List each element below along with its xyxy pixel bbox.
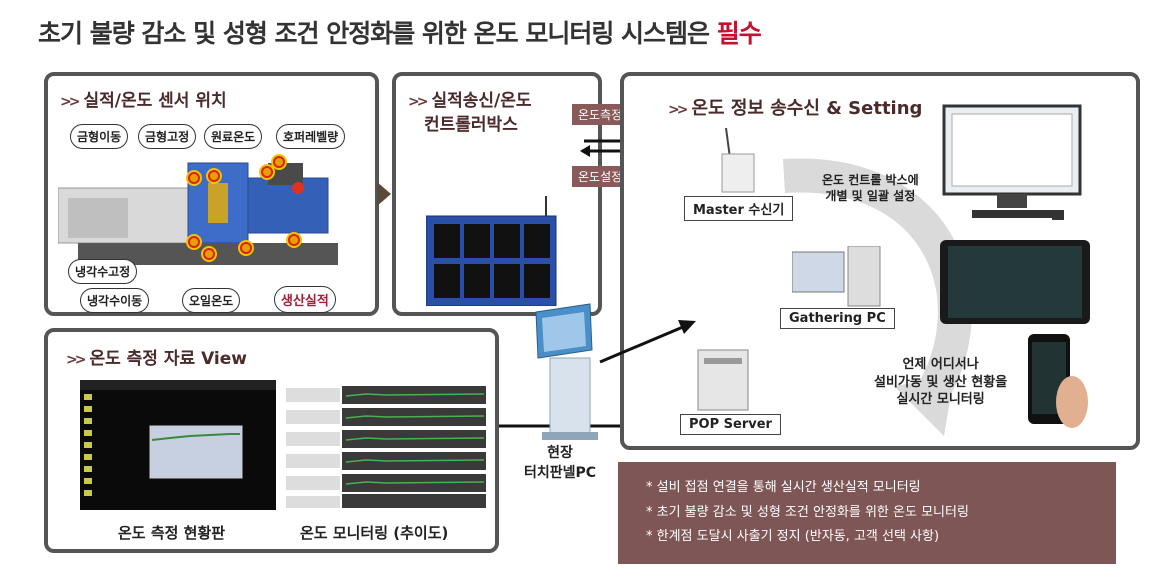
double-chevron-icon: >>: [66, 352, 87, 368]
sensor-marker-icon: [188, 236, 200, 248]
controller-panel: >>실적송신/온도 컨트롤러박스: [392, 72, 602, 316]
status-board-screenshot: [80, 380, 276, 510]
controller-panel-subheading: 컨트롤러박스: [424, 115, 518, 135]
trend-monitor-screenshot: [286, 380, 486, 510]
sensor-marker-icon: [261, 166, 273, 178]
network-panel: >>온도 정보 송수신 & Setting Master 수신기 온도 컨트롤 …: [620, 72, 1140, 450]
sensor-panel: >>실적/온도 센서 위치 금형이동 금형고정 원료온도 호퍼레벨량 냉각수고정…: [44, 72, 379, 316]
page-title: 초기 불량 감소 및 성형 조건 안정화를 위한 온도 모니터링 시스템은 필수: [38, 14, 762, 50]
label-material-temp: 원료온도: [204, 124, 263, 149]
sensor-marker-icon: [203, 248, 215, 260]
flow-arrow-icon: [377, 182, 391, 206]
label-mold-move: 금형이동: [70, 124, 129, 149]
sensor-marker-icon: [273, 156, 285, 168]
double-chevron-icon: >>: [60, 94, 81, 110]
view-panel-heading: >>온도 측정 자료 View: [66, 349, 247, 369]
sensor-marker-icon: [208, 170, 220, 182]
view-panel: >>온도 측정 자료 View 온도 측정 현황판 온도: [44, 328, 499, 553]
sensor-marker-icon: [288, 234, 300, 246]
controller-panel-heading: >>실적송신/온도: [408, 91, 532, 111]
monitor-image: [942, 104, 1082, 220]
sensor-marker-icon: [240, 242, 252, 254]
touch-panel-kiosk-image: [535, 303, 598, 440]
pop-server-image: [697, 349, 749, 411]
setting-note: 온도 컨트롤 박스에 개별 및 일괄 설정: [822, 173, 919, 204]
feature-summary-box: * 설비 접점 연결을 통해 실시간 생산실적 모니터링 * 초기 불량 감소 …: [618, 462, 1116, 564]
double-chevron-icon: >>: [668, 102, 689, 118]
kiosk-label: 현장 터치판넬PC: [524, 445, 597, 481]
feature-item: * 초기 불량 감소 및 성형 조건 안정화를 위한 온도 모니터링: [646, 504, 969, 520]
double-chevron-icon: >>: [408, 94, 429, 110]
master-receiver-label: Master 수신기: [684, 196, 794, 221]
gathering-pc-image: [792, 246, 881, 307]
pop-server-label: POP Server: [680, 414, 781, 435]
master-receiver-image: [721, 128, 755, 193]
sensor-marker-icon: [188, 172, 200, 184]
title-accent: 필수: [716, 19, 762, 48]
label-coolant-move: 냉각수이동: [80, 288, 150, 313]
label-hopper-level: 호퍼레벨량: [276, 124, 346, 149]
feature-item: * 설비 접점 연결을 통해 실시간 생산실적 모니터링: [646, 480, 921, 495]
status-board-caption: 온도 측정 현황판: [118, 524, 226, 542]
tablet-image: [940, 240, 1090, 324]
label-oil-temp: 오일온도: [182, 288, 241, 313]
smartphone-image: [1028, 334, 1088, 428]
mobile-note: 언제 어디서나 설비가동 및 생산 현황을 실시간 모니터링: [874, 357, 1008, 408]
controller-box-image: [426, 196, 557, 306]
label-coolant-fixed: 냉각수고정: [68, 259, 138, 284]
label-mold-fixed: 금형고정: [138, 124, 197, 149]
sensor-panel-heading: >>실적/온도 센서 위치: [60, 91, 227, 111]
gathering-pc-label: Gathering PC: [780, 308, 895, 329]
trend-monitor-caption: 온도 모니터링 (추이도): [300, 524, 449, 542]
connection-arrow-icon: [599, 320, 696, 364]
feature-item: * 한계점 도달시 사출기 정지 (반자동, 고객 선택 사항): [646, 529, 940, 545]
network-panel-heading: >>온도 정보 송수신 & Setting: [668, 98, 923, 119]
title-main: 초기 불량 감소 및 성형 조건 안정화를 위한 온도 모니터링 시스템은: [38, 19, 710, 48]
label-production-output: 생산실적: [274, 286, 336, 313]
